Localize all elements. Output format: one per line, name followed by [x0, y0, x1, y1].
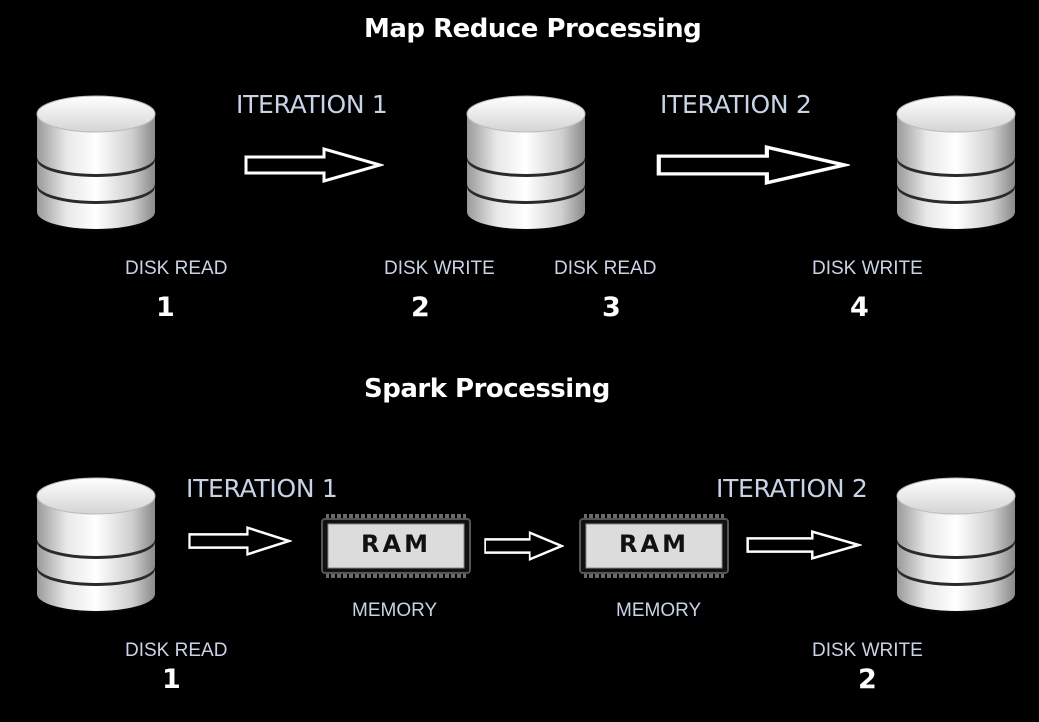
ram-chip-2: RAM: [578, 514, 730, 578]
database-icon: [464, 92, 588, 236]
mapreduce-iteration-2-label: ITERATION 2: [660, 90, 812, 119]
mapreduce-step-3-number: 3: [602, 292, 621, 323]
arrow-right-icon: [244, 147, 382, 183]
memory-label-2: MEMORY: [616, 600, 702, 621]
database-icon: [34, 92, 158, 236]
spark-step-1-label: DISK READ: [125, 640, 228, 661]
arrow-right-icon: [656, 145, 850, 185]
ram-chip-1: RAM: [320, 514, 472, 578]
memory-label-1: MEMORY: [352, 600, 438, 621]
mapreduce-step-3-label: DISK READ: [554, 258, 657, 279]
arrow-right-icon: [188, 526, 291, 556]
arrow-right-icon: [484, 531, 563, 561]
mapreduce-step-1-number: 1: [156, 292, 175, 323]
spark-iteration-2-label: ITERATION 2: [716, 474, 868, 503]
spark-step-2-number: 2: [858, 664, 877, 695]
database-icon: [894, 474, 1018, 618]
mapreduce-step-4-label: DISK WRITE: [812, 258, 923, 279]
spark-title: Spark Processing: [364, 374, 610, 404]
arrow-right-icon: [746, 530, 860, 560]
mapreduce-step-1-label: DISK READ: [125, 258, 228, 279]
mapreduce-step-4-number: 4: [850, 292, 869, 323]
spark-step-1-number: 1: [162, 664, 181, 695]
mapreduce-title: Map Reduce Processing: [364, 14, 702, 44]
mapreduce-step-2-label: DISK WRITE: [384, 258, 495, 279]
spark-iteration-1-label: ITERATION 1: [186, 474, 338, 503]
mapreduce-step-2-number: 2: [411, 292, 430, 323]
ram-label: RAM: [619, 530, 689, 558]
mapreduce-iteration-1-label: ITERATION 1: [236, 90, 388, 119]
database-icon: [34, 474, 158, 618]
ram-label: RAM: [361, 530, 431, 558]
spark-step-2-label: DISK WRITE: [812, 640, 923, 661]
database-icon: [894, 92, 1018, 236]
